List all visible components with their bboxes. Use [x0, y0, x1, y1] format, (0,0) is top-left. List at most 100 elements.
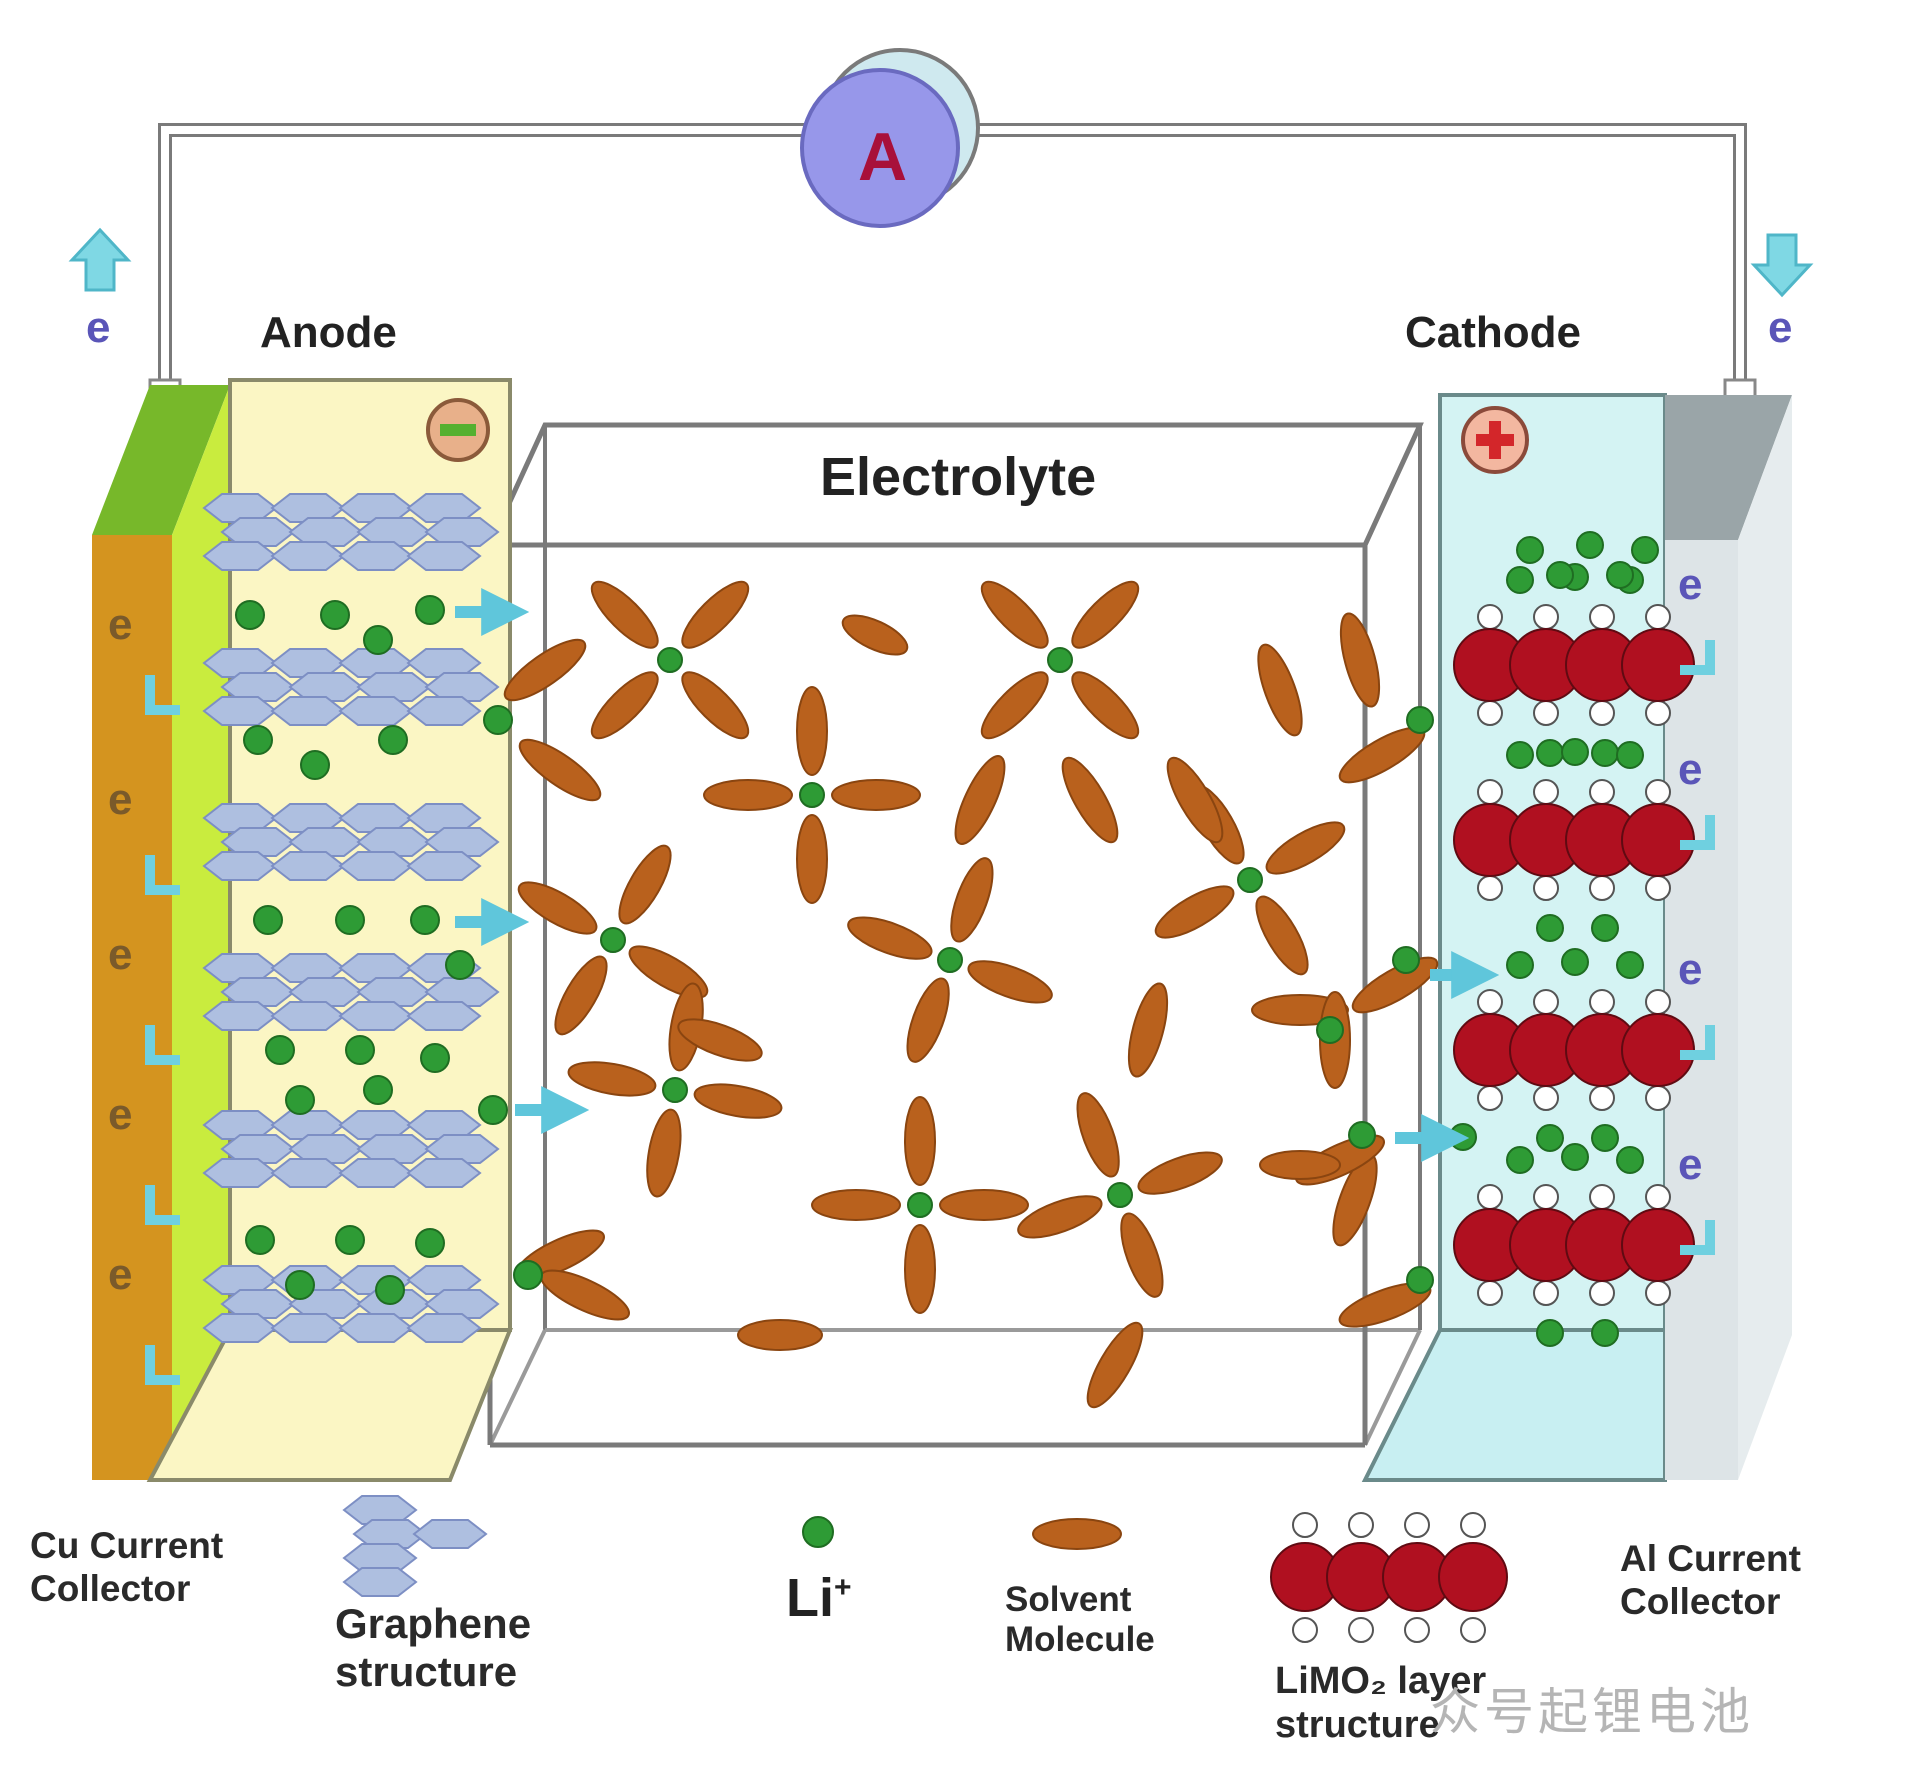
li-ion	[1616, 1146, 1644, 1174]
electron-return-arrow	[145, 1185, 180, 1225]
li-ion	[483, 705, 513, 735]
li-ion	[235, 600, 265, 630]
graphene-hexagon	[406, 493, 482, 523]
solvent-molecule	[517, 881, 598, 935]
li-ion	[253, 905, 283, 935]
legend-limo2-label: LiMO₂ layer structure	[1275, 1660, 1487, 1746]
solvent-molecule	[1154, 885, 1235, 939]
oxygen-atom	[1589, 1280, 1615, 1306]
graphene-hexagon	[406, 1313, 482, 1343]
solvent-molecule	[906, 977, 950, 1063]
solvent-molecule	[737, 1319, 823, 1351]
solvent-molecule	[980, 580, 1049, 649]
watermark: 众号起锂电池	[1430, 1683, 1754, 1741]
solvent-molecule	[1061, 756, 1119, 844]
li-ion	[513, 1260, 543, 1290]
electron-label: e	[108, 1090, 133, 1139]
solvent-molecule	[1120, 1212, 1164, 1298]
li-ion	[1516, 536, 1544, 564]
oxygen-atom	[1589, 779, 1615, 805]
electron-return-arrow	[1680, 815, 1715, 850]
li-ion	[1316, 1016, 1344, 1044]
solvated-li-cluster	[980, 580, 1140, 740]
li-ion	[1616, 741, 1644, 769]
li-ion	[1536, 1124, 1564, 1152]
electron-return-arrow	[1680, 640, 1715, 675]
oxygen-atom	[1645, 1280, 1671, 1306]
li-ion	[363, 1075, 393, 1105]
li-ion	[300, 750, 330, 780]
li-ion	[265, 1035, 295, 1065]
solvent-molecule	[1351, 956, 1439, 1014]
legend-graphene-label: Graphene structure	[335, 1600, 532, 1696]
solvent-molecule	[841, 614, 909, 656]
li-ion	[410, 905, 440, 935]
electron-label: e	[108, 600, 133, 649]
anode-label: Anode	[260, 308, 397, 357]
graphene-stack	[202, 1265, 500, 1343]
solvent-molecule	[677, 1018, 763, 1062]
oxygen-atom	[1589, 1184, 1615, 1210]
oxygen-atom	[1348, 1617, 1374, 1643]
solvent-molecule	[811, 1189, 901, 1221]
solvent-molecule	[703, 779, 793, 811]
oxygen-atom	[1477, 1184, 1503, 1210]
solvent-molecule	[1166, 756, 1224, 844]
graphene-hexagon	[406, 1265, 482, 1295]
legend-solvent-label: Solvent Molecule	[1005, 1580, 1155, 1660]
graphene-hexagon	[406, 851, 482, 881]
solvent-molecule	[904, 1224, 936, 1314]
solvated-li-cluster	[1017, 1092, 1223, 1298]
li-ion	[1631, 536, 1659, 564]
oxygen-atom	[1589, 604, 1615, 630]
oxygen-atom	[1533, 1280, 1559, 1306]
limo2-layer	[1453, 1143, 1695, 1347]
solvent-molecule	[554, 955, 608, 1036]
li-ion	[1506, 741, 1534, 769]
ammeter-icon	[800, 48, 980, 228]
cathode-label: Cathode	[1405, 308, 1581, 357]
li-ion	[285, 1085, 315, 1115]
legend-li-ion-label: Li+	[786, 1568, 852, 1628]
oxygen-atom	[1645, 1184, 1671, 1210]
oxygen-atom	[1477, 700, 1503, 726]
oxygen-atom	[1477, 1085, 1503, 1111]
li-ion	[478, 1095, 508, 1125]
li-ion	[1591, 914, 1619, 942]
graphene-hexagon	[412, 1519, 488, 1549]
solvent-molecule	[1255, 895, 1309, 976]
solvent-molecule	[503, 638, 587, 702]
solvent-molecule	[693, 1083, 783, 1119]
electron-label: e	[108, 930, 133, 979]
electron-flow-down-arrow-icon	[1750, 233, 1814, 298]
graphene-hexagon	[406, 803, 482, 833]
li-ion	[1506, 951, 1534, 979]
oxygen-atom	[1533, 700, 1559, 726]
li-ion	[1606, 561, 1634, 589]
electron-label: e	[1678, 945, 1703, 994]
li-ion	[1561, 948, 1589, 976]
graphene-hexagon	[406, 1158, 482, 1188]
li-ion	[600, 927, 626, 953]
li-ion	[1591, 1124, 1619, 1152]
cathode-electrode	[1361, 393, 1792, 1482]
li-ion	[1561, 738, 1589, 766]
solvent-molecule	[681, 580, 750, 649]
li-ion	[375, 1275, 405, 1305]
solvent-molecule	[681, 671, 750, 740]
oxygen-atom	[1348, 1512, 1374, 1538]
lithium-ions	[235, 531, 1659, 1305]
oxygen-atom	[1292, 1512, 1318, 1538]
solvent-molecule	[1017, 1195, 1103, 1239]
li-ion	[445, 950, 475, 980]
li-ion	[1561, 1143, 1589, 1171]
solvent-molecule	[904, 1096, 936, 1186]
electron-return-arrow	[145, 855, 180, 895]
graphene-hexagon	[342, 1567, 418, 1597]
ion-flow-arrows	[145, 588, 1715, 1385]
graphene-hexagon	[406, 541, 482, 571]
electron-return-arrow	[145, 1025, 180, 1065]
li-ion	[799, 782, 825, 808]
legend-cu-collector-label: Cu Current Collector	[30, 1525, 224, 1609]
